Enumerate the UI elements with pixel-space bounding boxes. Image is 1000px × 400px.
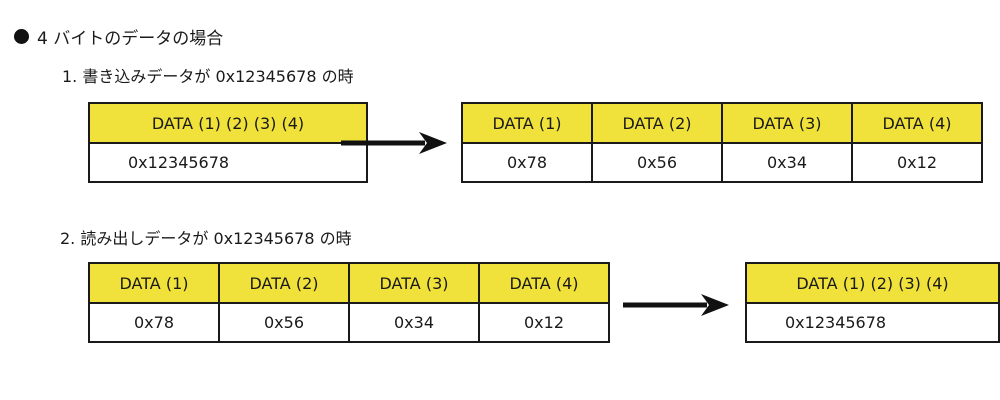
read-source-value-1: 0x78 [88,302,220,343]
section-heading: 4 バイトのデータの場合 [14,24,223,49]
right-arrow-icon [623,294,729,316]
write-target-value-2: 0x56 [591,142,723,183]
read-source-header-2: DATA (2) [218,262,350,304]
write-case-label: 1. 書き込みデータが 0x12345678 の時 [62,67,354,86]
write-target-table: DATA (1) DATA (2) DATA (3) DATA (4) 0x78… [461,102,983,183]
read-target-header: DATA (1) (2) (3) (4) [745,262,1000,304]
read-target-value: 0x12345678 [745,302,1000,343]
read-source-header-1: DATA (1) [88,262,220,304]
right-arrow-icon [341,132,447,154]
read-source-table: DATA (1) DATA (2) DATA (3) DATA (4) 0x78… [88,262,610,343]
section-heading-text: 4 バイトのデータの場合 [37,29,224,49]
write-target-value-1: 0x78 [461,142,593,183]
read-source-value-4: 0x12 [478,302,610,343]
bullet-icon [14,29,29,44]
write-target-value-3: 0x34 [721,142,853,183]
write-target-header-4: DATA (4) [851,102,983,144]
read-target-table: DATA (1) (2) (3) (4) 0x12345678 [745,262,1000,343]
write-source-table: DATA (1) (2) (3) (4) 0x12345678 [88,102,368,183]
write-target-header-3: DATA (3) [721,102,853,144]
read-source-header-3: DATA (3) [348,262,480,304]
read-source-value-3: 0x34 [348,302,480,343]
write-source-value: 0x12345678 [88,142,368,183]
write-target-header-2: DATA (2) [591,102,723,144]
read-source-header-4: DATA (4) [478,262,610,304]
read-case-label: 2. 読み出しデータが 0x12345678 の時 [60,229,352,248]
write-target-header-1: DATA (1) [461,102,593,144]
write-source-header: DATA (1) (2) (3) (4) [88,102,368,144]
read-source-value-2: 0x56 [218,302,350,343]
write-target-value-4: 0x12 [851,142,983,183]
